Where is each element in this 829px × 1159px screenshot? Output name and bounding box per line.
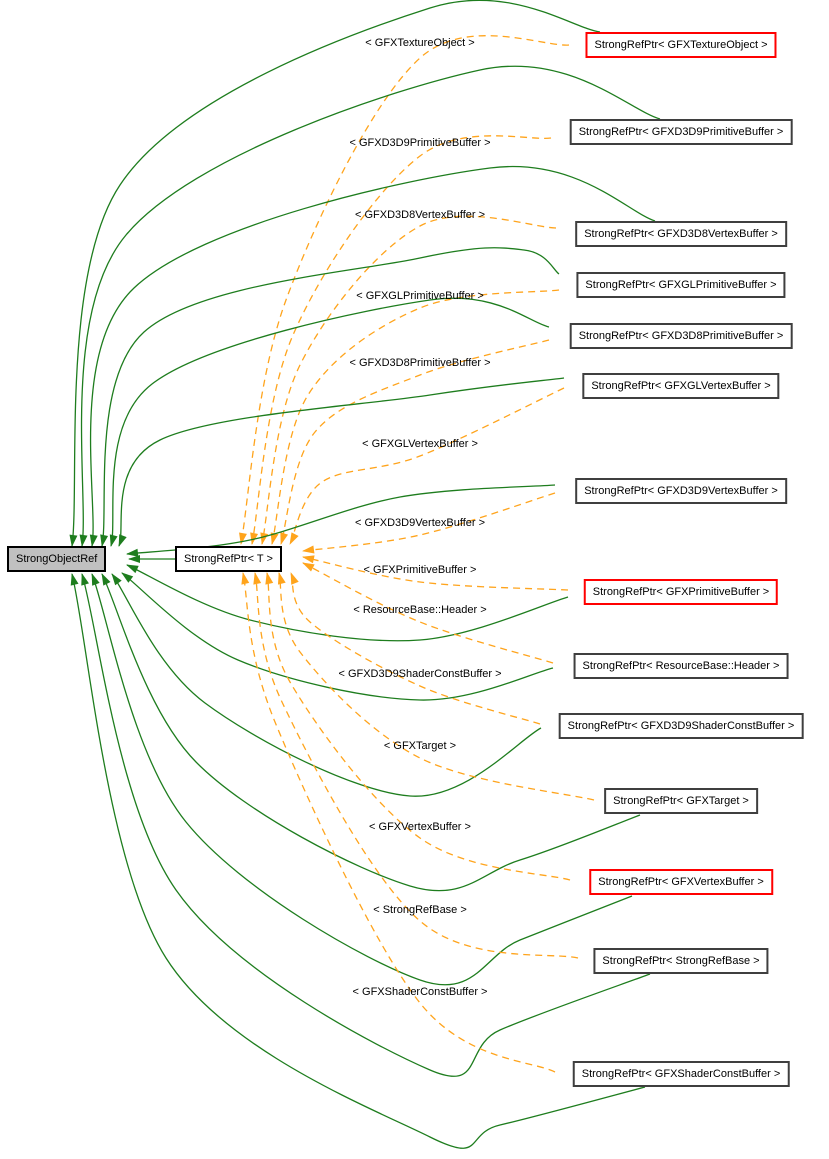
class-node-7[interactable]: StrongRefPtr< GFXPrimitiveBuffer > [583,579,779,605]
inheritance-edge-8 [121,572,554,701]
template-param-label-1: < GFXD3D9PrimitiveBuffer > [349,137,491,149]
template-param-label-2: < GFXD3D8VertexBuffer > [354,209,486,221]
template-edge-11 [265,572,571,881]
template-edge-0 [239,35,570,545]
class-node-8[interactable]: StrongRefPtr< ResourceBase::Header > [573,653,789,679]
inheritance-edge-11 [91,573,633,986]
inheritance-edge-0 [69,0,601,547]
inheritance-edge-9 [111,573,542,797]
template-param-label-9: < GFXD3D9ShaderConstBuffer > [338,668,502,680]
class-node-1[interactable]: StrongRefPtr< GFXD3D9PrimitiveBuffer > [569,119,793,145]
inheritance-edge-1 [79,65,661,547]
base-class-node[interactable]: StrongObjectRef [7,546,107,572]
class-node-0[interactable]: StrongRefPtr< GFXTextureObject > [585,32,777,58]
class-node-4[interactable]: StrongRefPtr< GFXD3D8PrimitiveBuffer > [569,323,793,349]
class-node-11[interactable]: StrongRefPtr< GFXVertexBuffer > [589,869,773,895]
template-param-label-0: < GFXTextureObject > [365,37,475,49]
template-param-label-8: < ResourceBase::Header > [353,604,487,616]
class-node-6[interactable]: StrongRefPtr< GFXD3D9VertexBuffer > [575,478,787,504]
template-class-node[interactable]: StrongRefPtr< T > [175,546,282,572]
inheritance-edge-12 [81,573,651,1077]
template-edge-4 [280,339,550,545]
template-edge-6 [302,492,556,554]
template-edge-12 [253,572,579,959]
template-edge-1 [250,135,552,545]
template-param-label-11: < GFXVertexBuffer > [369,821,471,833]
class-node-9[interactable]: StrongRefPtr< GFXD3D9ShaderConstBuffer > [558,713,804,739]
class-node-10[interactable]: StrongRefPtr< GFXTarget > [604,788,758,814]
class-node-12[interactable]: StrongRefPtr< StrongRefBase > [593,948,769,974]
template-edge-13 [241,572,556,1073]
template-edge-9 [290,572,541,725]
inheritance-edge-2 [89,165,656,547]
template-edge-3 [270,289,560,545]
template-param-label-3: < GFXGLPrimitiveBuffer > [356,290,484,302]
inheritance-edge-10 [101,573,641,892]
template-param-label-10: < GFXTarget > [383,740,457,752]
template-param-label-13: < GFXShaderConstBuffer > [352,986,488,998]
inheritance-edge-5 [118,377,565,547]
template-edge-7 [302,555,569,591]
template-param-label-4: < GFXD3D8PrimitiveBuffer > [349,357,491,369]
inheritance-edge-3 [100,247,560,547]
class-node-13[interactable]: StrongRefPtr< GFXShaderConstBuffer > [572,1061,790,1087]
class-node-5[interactable]: StrongRefPtr< GFXGLVertexBuffer > [582,373,780,399]
class-node-3[interactable]: StrongRefPtr< GFXGLPrimitiveBuffer > [576,272,786,298]
inheritance-edge-7 [126,564,569,642]
template-param-label-6: < GFXD3D9VertexBuffer > [354,517,486,529]
template-edge-5 [289,387,565,545]
inheritance-edge-6 [126,484,556,557]
class-node-2[interactable]: StrongRefPtr< GFXD3D8VertexBuffer > [575,221,787,247]
template-param-label-5: < GFXGLVertexBuffer > [362,438,478,450]
template-param-label-12: < StrongRefBase > [373,904,467,916]
inheritance-edge-4 [109,297,550,547]
inheritance-edge-13 [70,573,646,1149]
template-param-label-7: < GFXPrimitiveBuffer > [363,564,477,576]
template-edge-2 [260,215,557,545]
